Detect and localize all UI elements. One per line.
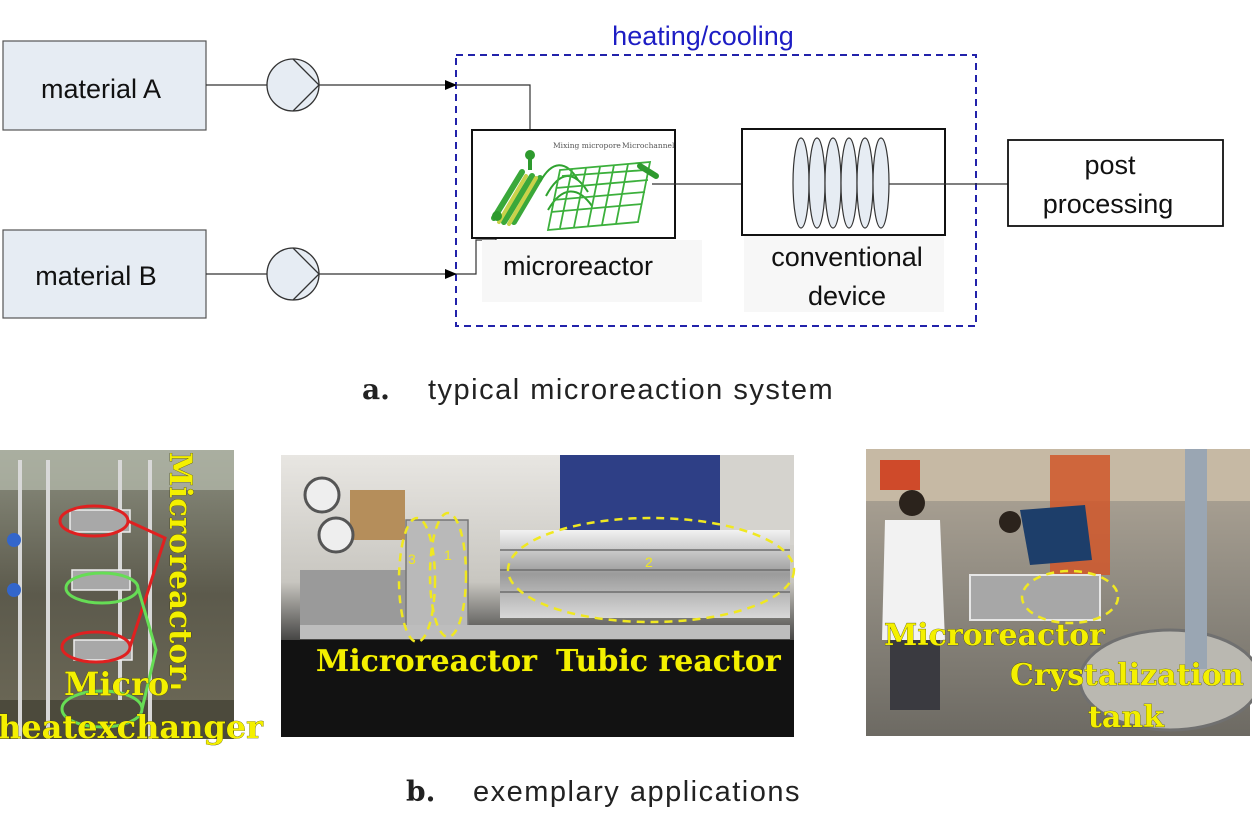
highlight-ellipses-left: [58, 504, 167, 729]
heating-cooling-label: heating/cooling: [612, 21, 794, 51]
microreactor-label-bg: [482, 240, 702, 302]
material-a-box: [2, 40, 207, 131]
middle-marker-3: 3: [408, 551, 416, 567]
post-processing-box: [1007, 139, 1224, 227]
coil-icon: [792, 137, 890, 229]
left-label-heatexchanger: heatexchanger: [0, 708, 264, 746]
microchannel-label: Microchannel: [622, 141, 675, 150]
post-processing-line2: processing: [1043, 189, 1174, 219]
right-label-crystalization: Crystalization: [1010, 658, 1244, 693]
gauge-icons: [303, 476, 355, 554]
highlight-ellipse-right: [1020, 569, 1120, 625]
left-label-micro: Micro-: [64, 665, 183, 703]
middle-label-microreactor: Microreactor: [316, 644, 538, 679]
pump-a-icon: [266, 58, 320, 112]
middle-marker-2: 2: [645, 554, 653, 570]
photo-left: Microreactor Micro- heatexchanger: [0, 450, 264, 746]
middle-label-tubic: Tubic reactor: [556, 644, 782, 679]
material-b-label: material B: [35, 261, 157, 291]
material-a-label: material A: [41, 74, 161, 104]
middle-marker-1: 1: [444, 547, 452, 563]
photo-middle: 3 1 2 Microreactor Tubic reactor: [281, 455, 796, 737]
conventional-label-line1: conventional: [771, 242, 923, 272]
mixing-micropore-label: Mixing micropore: [553, 141, 621, 150]
caption-a-text: typical microreaction system: [428, 374, 834, 406]
right-label-tank: tank: [1088, 700, 1165, 735]
microreactor-illustration: Mixing micropore Microchannel: [491, 141, 675, 232]
caption-a-letter: a.: [362, 373, 390, 406]
conventional-label-bg: [744, 236, 944, 312]
pump-b-icon: [266, 247, 320, 301]
worker-2: [999, 505, 1092, 565]
photo-right: Microreactor Crystalization tank: [866, 449, 1252, 736]
material-b-box: [2, 229, 207, 319]
right-label-microreactor: Microreactor: [884, 618, 1106, 653]
caption-b-text: exemplary applications: [473, 776, 801, 808]
post-processing-line1: post: [1084, 150, 1136, 180]
heating-cooling-zone: [455, 54, 977, 327]
worker-1: [882, 490, 945, 710]
schematic-diagram: heating/cooling material A material B mi…: [2, 21, 1224, 406]
microreactor-label: microreactor: [503, 251, 653, 281]
highlight-ellipses-middle: [397, 511, 796, 644]
caption-b-letter: b.: [406, 775, 435, 808]
left-label-microreactor: Microreactor: [162, 452, 198, 681]
conventional-label-line2: device: [808, 281, 886, 311]
